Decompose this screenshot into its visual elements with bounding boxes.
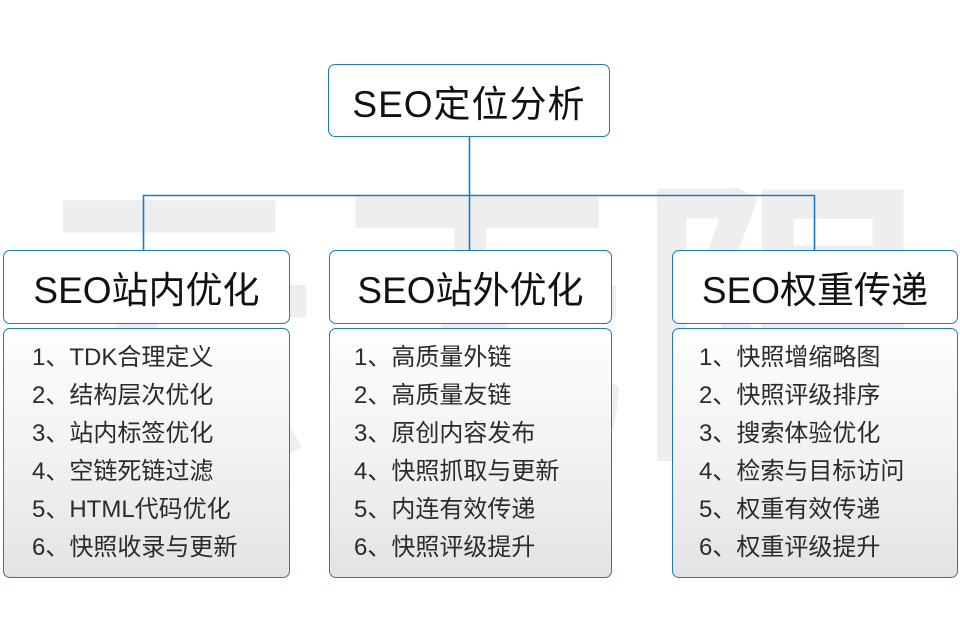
list-item: 1、快照增缩略图	[699, 344, 881, 371]
column-header-label: SEO权重传递	[701, 270, 929, 311]
column-header-seo-offsite[interactable]: SEO站外优化	[329, 250, 612, 324]
root-node[interactable]: SEO定位分析	[328, 64, 610, 137]
list-item: 5、HTML代码优化	[32, 496, 231, 523]
column-body-seo-onsite: 1、TDK合理定义 2、结构层次优化 3、站内标签优化 4、空链死链过滤 5、H…	[3, 328, 290, 578]
list-item: 5、权重有效传递	[699, 496, 881, 523]
root-node-title: SEO定位分析	[352, 83, 586, 125]
list-item: 6、权重评级提升	[699, 534, 881, 561]
column-header-seo-onsite[interactable]: SEO站内优化	[3, 250, 290, 324]
list-item: 2、高质量友链	[354, 382, 512, 409]
list-item: 1、高质量外链	[354, 344, 512, 371]
list-item: 2、快照评级排序	[699, 382, 881, 409]
column-header-label: SEO站内优化	[33, 270, 260, 311]
list-item: 4、空链死链过滤	[32, 458, 214, 485]
column-header-seo-weight[interactable]: SEO权重传递	[672, 250, 958, 324]
list-item: 4、检索与目标访问	[699, 458, 905, 485]
list-item: 6、快照收录与更新	[32, 534, 238, 561]
list-item: 1、TDK合理定义	[32, 344, 214, 371]
column-body-seo-offsite: 1、高质量外链 2、高质量友链 3、原创内容发布 4、快照抓取与更新 5、内连有…	[329, 328, 612, 578]
list-item: 3、原创内容发布	[354, 420, 536, 447]
list-item: 2、结构层次优化	[32, 382, 214, 409]
list-item: 4、快照抓取与更新	[354, 458, 560, 485]
list-item: 6、快照评级提升	[354, 534, 536, 561]
list-item: 5、内连有效传递	[354, 496, 536, 523]
list-item: 3、搜索体验优化	[699, 420, 881, 447]
column-body-seo-weight: 1、快照增缩略图 2、快照评级排序 3、搜索体验优化 4、检索与目标访问 5、权…	[672, 328, 958, 578]
column-header-label: SEO站外优化	[357, 270, 584, 311]
list-item: 3、站内标签优化	[32, 420, 214, 447]
